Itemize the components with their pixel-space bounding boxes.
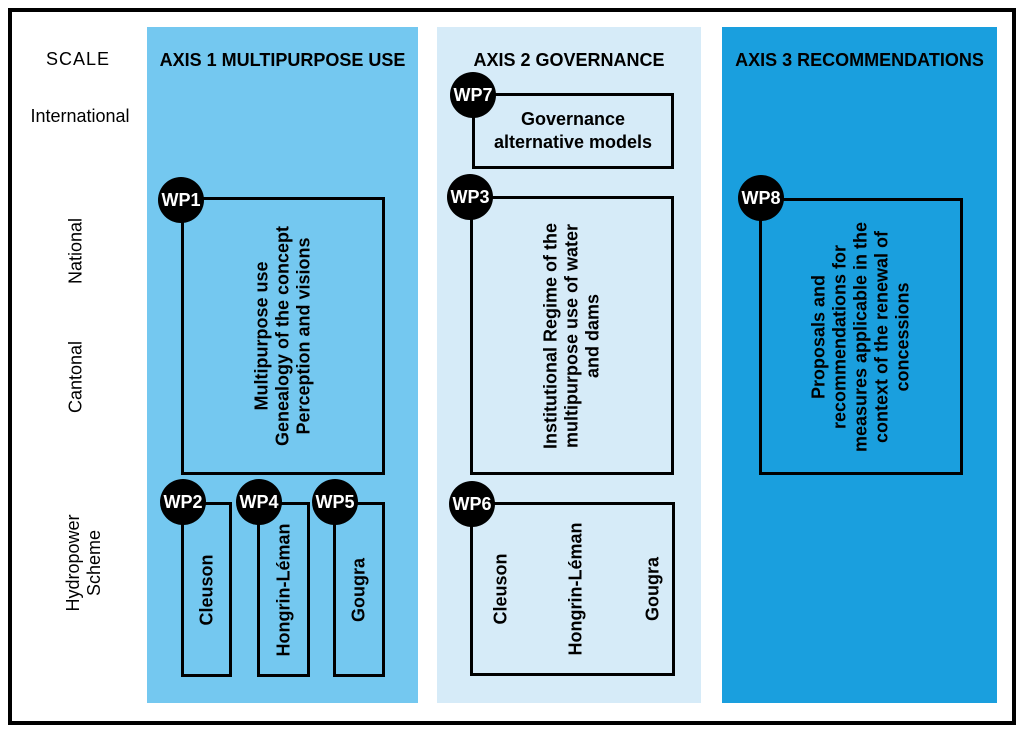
wp7-node: WP7	[450, 72, 496, 118]
wp2-node: WP2	[160, 479, 206, 525]
wp2-node-label: WP2	[163, 491, 203, 512]
wp6-scheme-cleuson: Cleuson	[490, 553, 511, 625]
scale-label-national: National	[65, 217, 86, 285]
wp5-box-text: Gougra	[348, 557, 369, 622]
wp8-box: Proposals and recommendations for measur…	[759, 198, 963, 475]
wp3-node-label: WP3	[450, 186, 490, 207]
wp3-box: Institutional Regime of the multipurpose…	[470, 196, 674, 475]
scale-label-cantonal: Cantonal	[65, 340, 86, 414]
scale-label-international: International	[30, 106, 130, 126]
wp6-node-label: WP6	[452, 493, 492, 514]
wp2-box: Cleuson	[181, 502, 232, 677]
axis2-column: AXIS 2 GOVERNANCE Governance alternative…	[437, 27, 701, 703]
axis3-column: AXIS 3 RECOMMENDATIONS Proposals and rec…	[722, 27, 997, 703]
wp3-box-text: Institutional Regime of the multipurpose…	[540, 222, 603, 449]
wp4-box: Hongrin-Léman	[257, 502, 310, 677]
wp7-box: Governance alternative models	[472, 93, 674, 169]
wp7-node-label: WP7	[453, 84, 493, 105]
wp4-node-label: WP4	[239, 491, 279, 512]
wp5-node-label: WP5	[315, 491, 355, 512]
scale-header: SCALE	[45, 49, 111, 69]
wp8-node: WP8	[738, 175, 784, 221]
wp8-node-label: WP8	[741, 187, 781, 208]
wp5-box: Gougra	[333, 502, 385, 677]
wp6-node: WP6	[449, 481, 495, 527]
axis1-title: AXIS 1 MULTIPURPOSE USE	[159, 50, 406, 70]
wp4-node: WP4	[236, 479, 282, 525]
axis3-title: AXIS 3 RECOMMENDATIONS	[735, 50, 984, 70]
wp1-box-text: Multipurpose use Genealogy of the concep…	[251, 225, 314, 447]
wp7-box-text: Governance alternative models	[493, 109, 653, 152]
wp5-node: WP5	[312, 479, 358, 525]
scale-label-hydropower-scheme: Hydropower Scheme	[63, 514, 104, 612]
wp2-box-text: Cleuson	[196, 553, 216, 626]
wp1-box: Multipurpose use Genealogy of the concep…	[181, 197, 385, 475]
axis1-column: AXIS 1 MULTIPURPOSE USE Multipurpose use…	[147, 27, 418, 703]
wp3-node: WP3	[447, 174, 493, 220]
wp6-box: Cleuson Hongrin-Léman Gougra	[470, 502, 675, 676]
wp6-scheme-hongrin-leman: Hongrin-Léman	[565, 522, 586, 656]
wp6-scheme-gougra: Gougra	[642, 556, 663, 622]
wp8-box-text: Proposals and recommendations for measur…	[808, 221, 913, 452]
wp4-box-text: Hongrin-Léman	[273, 523, 293, 656]
axis2-title: AXIS 2 GOVERNANCE	[473, 50, 665, 70]
wp1-node-label: WP1	[161, 189, 201, 210]
wp1-node: WP1	[158, 177, 204, 223]
